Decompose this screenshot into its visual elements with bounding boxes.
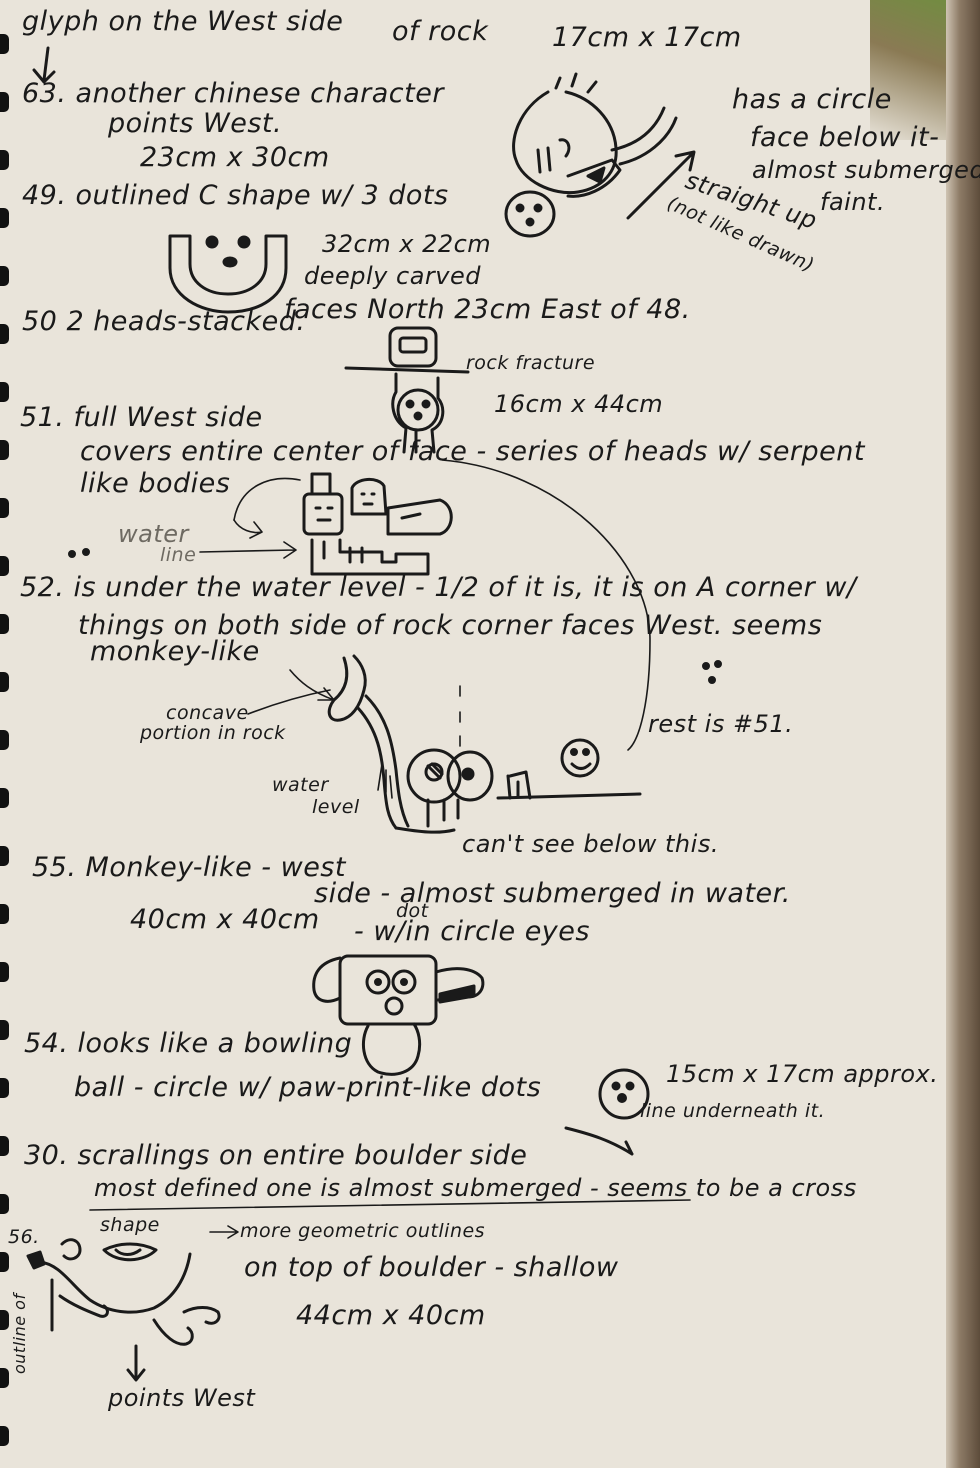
binding-ring [0,1020,9,1040]
entry-55-title: 55. Monkey-like - west [32,852,346,883]
label-concave-portion: portion in rock [140,722,286,744]
entry-51-description: covers entire center of face - series of… [80,436,865,467]
entry-30-geometric: more geometric outlines [240,1220,486,1242]
note-faint: faint. [820,188,886,216]
label-rest-is-51: rest is #51. [648,710,794,738]
entry-49-faces: faces North 23cm East of 48. [284,294,691,325]
binding-ring [0,1194,9,1214]
note-almost-submerged: almost submerged. [752,156,980,184]
binding-ring [0,1078,9,1098]
entry-55-description: side - almost submerged in water. [314,878,791,909]
glyph-west-side-note: glyph on the West side [22,6,344,37]
entry-55-size: 40cm x 40cm [130,904,320,935]
binding-ring [0,1252,9,1272]
entry-52-title: 52. is under the water level - 1/2 of it… [20,572,857,603]
label-concave: concave [166,702,249,724]
binding-ring [0,614,9,634]
page-edge-shadow [946,0,980,1468]
entry-51-bodies: like bodies [80,468,231,499]
binding-ring [0,266,9,286]
binding-ring [0,208,9,228]
binding-ring [0,730,9,750]
entry-56-size: 44cm x 40cm [296,1300,486,1331]
entry-54-size: 15cm x 17cm approx. [666,1060,939,1088]
glyph-54-sketch [564,1068,650,1156]
glyph-size: 17cm x 17cm [552,22,742,53]
binding-ring [0,382,9,402]
binding-ring [0,324,9,344]
binding-ring [0,1426,9,1446]
binding-ring [0,788,9,808]
note-circle-face: has a circle [732,84,892,115]
entry-49-title: 49. outlined C shape w/ 3 dots [22,180,449,211]
water-line-sublabel: line [160,544,197,566]
binding-ring [0,672,9,692]
entry-50-title: 50 2 heads-stacked. [22,306,306,337]
label-water-level: level [312,796,360,818]
binding-ring [0,440,9,460]
up-arrow-icon [626,150,696,220]
label-cant-see-below: can't see below this. [462,830,719,858]
entry-30-description: most defined one is almost submerged - s… [94,1174,857,1202]
glyph-55-sketch [312,954,485,1076]
divider-line [89,1199,691,1211]
entry-56-description: on top of boulder - shallow [244,1252,619,1283]
entry-56-number: 56. [8,1226,40,1248]
binding-ring [0,846,9,866]
glyph-49-small-sketch [504,190,556,238]
binding-ring [0,962,9,982]
entry-52-description: things on both side of rock corner faces… [78,610,823,641]
entry-55-dot-word: dot [396,900,429,922]
glyph-50-sketch [344,326,470,454]
water-line-label: water [118,520,189,548]
entry-51-title: 51. full West side [20,402,263,433]
entry-56-points-west: points West [108,1384,256,1412]
entry-63-title: 63. another chinese character [22,78,444,109]
entry-49-carved: deeply carved [304,262,481,290]
note-face-below: face below it- [750,122,940,153]
entry-56-side-label: outline of [10,1293,29,1374]
binding-ring [0,1310,9,1330]
entry-54-description: ball - circle w/ paw-print-like dots [74,1072,542,1103]
entry-49-size: 32cm x 22cm [322,230,492,258]
binding-ring [0,498,9,518]
entry-54-underline-note: line underneath it. [640,1100,826,1122]
binding-ring [0,1136,9,1156]
entry-30-shape: shape [100,1214,160,1236]
down-arrow-icon [32,46,56,84]
binding-ring [0,1368,9,1388]
entry-50-size: 16cm x 44cm [494,390,664,418]
glyph-49-sketch [168,234,288,314]
entry-52-monkey-like: monkey-like [90,636,260,667]
glyph-56-sketch [26,1225,239,1382]
entry-63-direction: points West. [108,108,283,139]
binding-ring [0,92,9,112]
glyph-51-sketch [68,459,651,751]
entry-54-title: 54. looks like a bowling [24,1028,353,1059]
spiral-binding [0,0,14,1468]
entry-30-title: 30. scrallings on entire boulder side [24,1140,528,1171]
glyph-west-side-of-rock: of rock [392,16,489,47]
binding-ring [0,150,9,170]
glyph-52-sketch [247,654,722,834]
entry-55-eyes: - w/in circle eyes [354,916,590,947]
label-water: water [272,774,329,796]
glyph-63-sketch [512,72,678,198]
entry-63-size: 23cm x 30cm [140,142,330,173]
entry-50-fracture: rock fracture [466,352,596,374]
binding-ring [0,556,9,576]
binding-ring [0,34,9,54]
binding-ring [0,904,9,924]
